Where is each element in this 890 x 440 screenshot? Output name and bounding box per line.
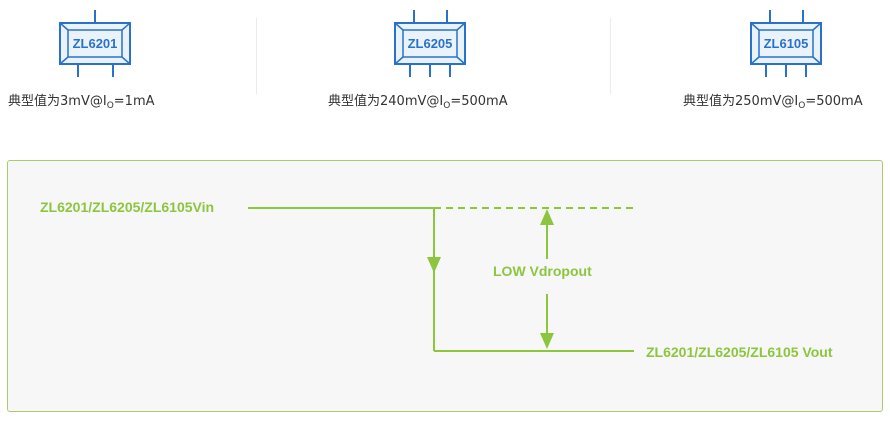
chip-name: ZL6105 [763,36,809,51]
chip-name: ZL6205 [407,36,453,51]
dropout-arrow-up-icon [540,209,554,225]
drop-path-arrow-icon [427,257,441,273]
chip-zl6105: ZL6105 [746,0,836,120]
dropout-arrow-down-icon [540,333,554,349]
chip-zl6201: ZL6201 [55,0,145,120]
dropout-label: LOW Vdropout [493,263,592,279]
chip-zl6105-spec: 典型值为250mV@IO=500mA [683,94,863,111]
chip-zl6201-package-icon [59,10,131,77]
chip-zl6205: ZL6205 [390,0,480,120]
chip-zl6205-spec: 典型值为240mV@IO=500mA [328,94,508,111]
chip-zl6205-package-icon [394,10,466,77]
chip-zl6105-package-icon [750,10,822,77]
chip-name: ZL6201 [72,36,118,51]
dropout-diagram-panel: ZL6201/ZL6205/ZL6105Vin LOW Vdropout ZL6… [7,160,883,412]
dropout-diagram [248,207,634,352]
column-divider [610,18,611,94]
column-divider [256,18,257,94]
vin-label: ZL6201/ZL6205/ZL6105Vin [40,199,215,215]
vout-label: ZL6201/ZL6205/ZL6105 Vout [646,344,833,360]
chip-zl6201-spec: 典型值为3mV@IO=1mA [8,94,155,111]
